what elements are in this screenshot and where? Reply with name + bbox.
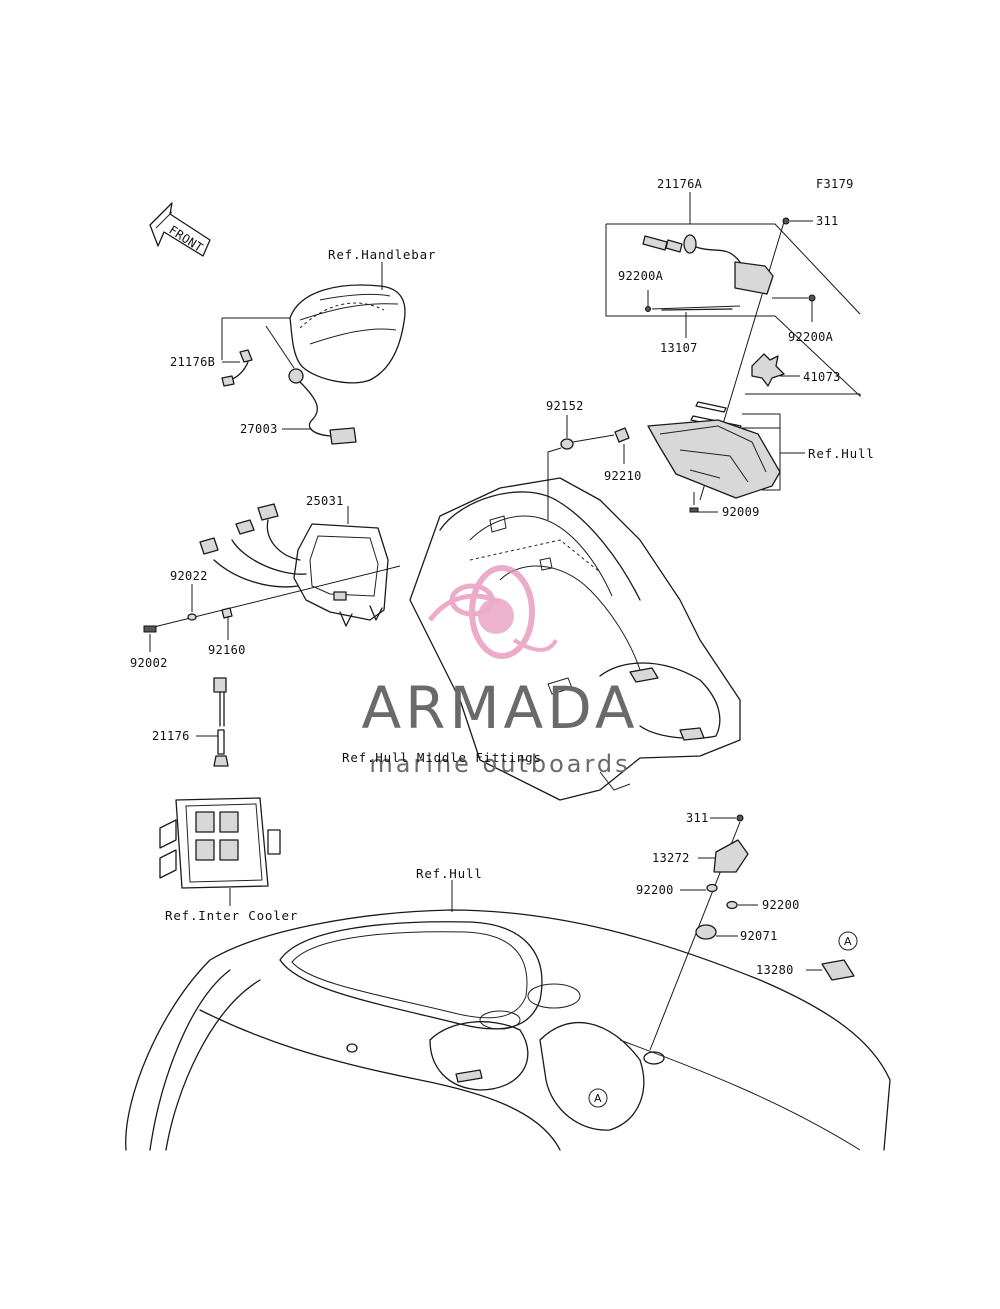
label-21176a: 21176A [657, 177, 703, 191]
hull-mount-group [647, 401, 805, 513]
part-labels: 21176A 311 92200A 92200A 13107 41073 Ref… [130, 177, 875, 977]
label-311-bottom: 311 [686, 811, 709, 825]
label-ref-hull-top: Ref.Hull [808, 446, 875, 461]
fastener-group [547, 415, 630, 520]
watermark-brand: ARMADA [361, 674, 638, 742]
label-27003: 27003 [240, 422, 278, 436]
watermark: ARMADA marine outboards [361, 565, 638, 778]
callout-a-top: A [844, 935, 852, 948]
label-92009: 92009 [722, 505, 760, 519]
label-92002: 92002 [130, 656, 168, 670]
label-311-top: 311 [816, 214, 839, 228]
figure-code: F3179 [816, 177, 854, 191]
label-92200a-right: 92200A [788, 330, 834, 344]
label-92071: 92071 [740, 929, 778, 943]
label-92022: 92022 [170, 569, 208, 583]
label-13107: 13107 [660, 341, 698, 355]
label-21176b: 21176B [170, 355, 215, 369]
label-ref-hull-middle: Ref.Hull Middle Fittings [342, 750, 542, 765]
remote-kit-group [605, 192, 861, 501]
watermark-tagline: marine outboards [369, 750, 630, 778]
label-ref-hull-bottom: Ref.Hull [416, 866, 483, 881]
handlebar-cover-group [221, 262, 406, 445]
label-92200-left: 92200 [636, 883, 674, 897]
label-92160: 92160 [208, 643, 246, 657]
label-41073: 41073 [803, 370, 841, 384]
meter-group [143, 503, 401, 652]
label-92210: 92210 [604, 469, 642, 483]
watermark-logo-icon [428, 565, 558, 659]
label-ref-inter-cooler: Ref.Inter Cooler [165, 908, 298, 923]
label-25031: 25031 [306, 494, 344, 508]
label-ref-handlebar: Ref.Handlebar [328, 247, 436, 262]
label-92200a-left: 92200A [618, 269, 664, 283]
hull-bottom: A [125, 880, 891, 1151]
label-92152: 92152 [546, 399, 584, 413]
label-13272: 13272 [652, 851, 690, 865]
hull-middle-fittings [409, 477, 741, 801]
label-13280: 13280 [756, 963, 794, 977]
sensor-intercooler-group [159, 677, 281, 906]
callout-a-bottom: A [594, 1092, 602, 1105]
front-arrow-icon: FRONT [149, 202, 211, 257]
label-92200-right: 92200 [762, 898, 800, 912]
front-arrow-label: FRONT [166, 223, 205, 255]
label-21176: 21176 [152, 729, 190, 743]
hatch-parts-group: A [649, 814, 858, 1051]
